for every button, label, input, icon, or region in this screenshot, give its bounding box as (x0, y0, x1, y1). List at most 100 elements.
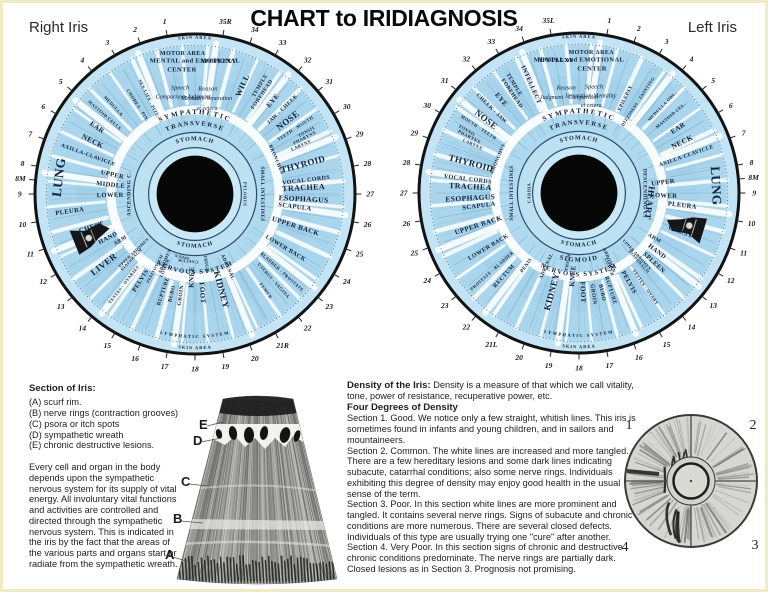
svg-text:2: 2 (132, 25, 137, 34)
svg-text:19: 19 (545, 361, 553, 370)
section-item-b: (B) nerve rings (contraction grooves) (29, 407, 179, 418)
density-section-2: Section 2. Common. The white lines are i… (347, 445, 629, 499)
svg-text:29: 29 (410, 129, 419, 138)
svg-text:CARDIA: CARDIA (526, 182, 531, 203)
svg-text:MENTAL and EMOTIONAL: MENTAL and EMOTIONAL (150, 58, 241, 65)
svg-text:11: 11 (27, 249, 34, 258)
svg-text:14: 14 (688, 323, 696, 332)
density-section-4: Section 4. Very Poor. In this section si… (347, 542, 623, 574)
svg-text:28: 28 (402, 158, 411, 167)
svg-text:VOCAL CORDS: VOCAL CORDS (282, 175, 331, 187)
svg-text:31: 31 (440, 76, 449, 85)
svg-text:33: 33 (278, 38, 287, 47)
svg-text:23: 23 (440, 301, 449, 310)
svg-text:5: 5 (711, 76, 715, 85)
svg-text:SMALL INTESTINES: SMALL INTESTINES (259, 166, 264, 221)
svg-text:E: E (199, 417, 208, 432)
svg-text:et cetera: et cetera (197, 106, 218, 112)
svg-text:9: 9 (752, 189, 756, 198)
svg-text:PLEURA: PLEURA (667, 200, 697, 210)
svg-text:SCAPULA: SCAPULA (462, 200, 496, 211)
svg-text:16: 16 (635, 353, 643, 362)
lesion-mark (666, 217, 708, 244)
svg-text:SMALL INTESTINES: SMALL INTESTINES (510, 165, 515, 220)
svg-text:24: 24 (423, 276, 432, 285)
svg-text:25: 25 (355, 249, 364, 258)
svg-text:17: 17 (161, 362, 169, 371)
pupil (540, 154, 618, 232)
svg-text:PLEURA: PLEURA (55, 206, 85, 217)
section-of-iris-block: Section of Iris: (A) scurf rim. (B) nerv… (29, 383, 181, 570)
svg-text:HEART: HEART (642, 186, 657, 221)
svg-text:3: 3 (105, 38, 110, 47)
svg-text:C: C (181, 474, 191, 489)
svg-text:SIGMOID: SIGMOID (559, 254, 600, 264)
svg-text:B: B (173, 511, 182, 526)
svg-text:MOTOR AREA: MOTOR AREA (160, 51, 206, 57)
section-item-a: (A) scurf rim. (29, 397, 82, 408)
svg-text:CENTER: CENTER (167, 66, 197, 73)
svg-text:18: 18 (191, 365, 199, 374)
svg-text:13: 13 (709, 301, 717, 310)
svg-text:11: 11 (740, 248, 747, 257)
svg-text:33: 33 (487, 37, 496, 46)
svg-text:STOMACH: STOMACH (175, 136, 215, 145)
section-heading: Section of Iris: (29, 383, 96, 394)
svg-text:KNEE: KNEE (568, 265, 577, 287)
section-item-e: (E) chronic destructive lesions. (29, 440, 155, 451)
svg-text:CENTER: CENTER (577, 65, 607, 72)
svg-text:27: 27 (365, 190, 374, 199)
svg-text:19: 19 (222, 362, 230, 371)
white-flares (41, 40, 349, 348)
density-subheading: Four Degrees of Density (347, 401, 458, 413)
svg-text:7: 7 (28, 130, 32, 139)
iris-core (35, 34, 355, 354)
svg-text:THIGH: THIGH (203, 255, 211, 273)
svg-text:20: 20 (514, 353, 523, 362)
lesion-mark (69, 223, 110, 255)
svg-text:VOCAL CORDS: VOCAL CORDS (444, 174, 493, 186)
svg-text:MOTOR AREA: MOTOR AREA (569, 50, 615, 56)
clock-numbers: 123456788M9101112131415161718192021L2223… (399, 16, 759, 373)
svg-text:1: 1 (608, 16, 612, 25)
svg-text:LYMPHATIC SYSTEM: LYMPHATIC SYSTEM (160, 330, 231, 339)
svg-text:8M: 8M (748, 173, 759, 182)
svg-text:Mentality-Veneration: Mentality-Veneration (180, 96, 232, 102)
svg-text:SKIN AREA: SKIN AREA (562, 343, 596, 349)
svg-text:26: 26 (363, 220, 372, 229)
svg-text:27: 27 (399, 189, 408, 198)
svg-text:29: 29 (355, 130, 364, 139)
density-heading: Density of the Iris: (347, 380, 431, 391)
svg-text:FOOT: FOOT (578, 281, 587, 303)
svg-text:STOMACH: STOMACH (559, 135, 599, 144)
svg-text:Comparison-Judgment: Comparison-Judgment (156, 95, 211, 101)
svg-text:2: 2 (636, 24, 641, 33)
svg-text:18: 18 (575, 364, 583, 373)
svg-text:17: 17 (606, 361, 614, 370)
svg-text:24: 24 (342, 277, 351, 286)
svg-text:LOWER: LOWER (650, 192, 677, 200)
svg-text:6: 6 (729, 101, 733, 110)
svg-text:4: 4 (689, 54, 694, 63)
svg-text:16: 16 (131, 354, 139, 363)
svg-text:MENTAL and EMOTIONAL: MENTAL and EMOTIONAL (534, 57, 625, 64)
svg-text:SKIN AREA: SKIN AREA (178, 344, 212, 350)
fan-texture (177, 396, 337, 584)
svg-text:FOOT: FOOT (198, 282, 207, 304)
svg-text:PYLORUS: PYLORUS (243, 182, 248, 206)
iris-core (419, 33, 739, 353)
svg-text:26: 26 (402, 219, 411, 228)
svg-text:7: 7 (742, 129, 746, 138)
svg-text:21L: 21L (484, 340, 498, 349)
svg-text:31: 31 (324, 77, 333, 86)
density-section-3: Section 3. Poor. In this section white l… (347, 499, 633, 542)
svg-text:8M: 8M (15, 174, 26, 183)
svg-text:30: 30 (423, 101, 432, 110)
pupil (156, 155, 234, 233)
svg-text:et cetera: et cetera (581, 103, 602, 109)
svg-text:CAECUM: CAECUM (178, 258, 199, 265)
svg-text:THIGH: THIGH (564, 253, 572, 271)
svg-text:15: 15 (663, 340, 671, 349)
